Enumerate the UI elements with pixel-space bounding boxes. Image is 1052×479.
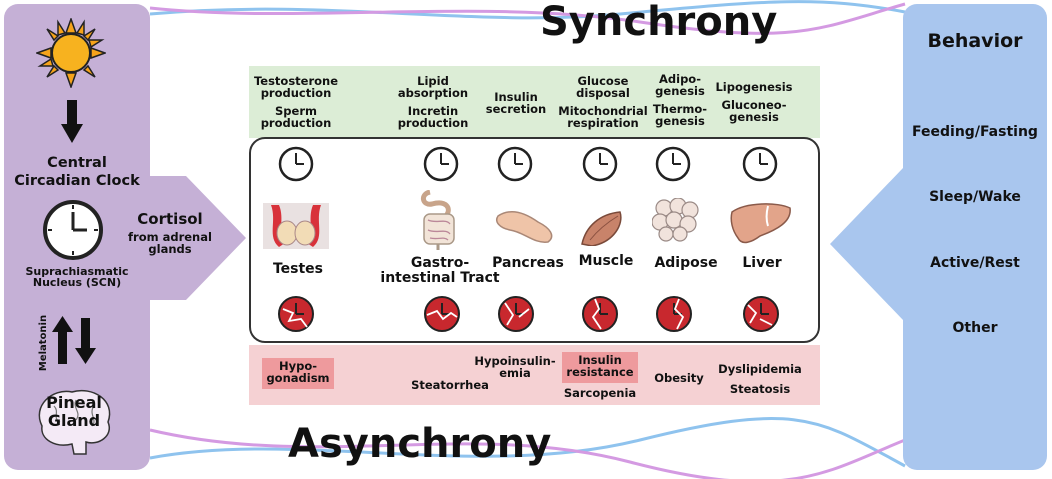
- disease-obesity: Obesity: [654, 371, 704, 385]
- testes-clock-icon: [278, 146, 314, 182]
- organ-liver-label: Liver: [742, 255, 782, 271]
- pancreas-icon: [496, 210, 553, 243]
- melatonin-label: Melatonin: [38, 314, 49, 372]
- testes-icon: [263, 203, 329, 249]
- down-arrow-icon: [61, 100, 83, 143]
- organ-pancreas-label: Pancreas: [492, 255, 564, 271]
- adipose-broken-clock-icon: [656, 296, 692, 332]
- cortisol-label: Cortisol: [137, 210, 203, 228]
- disease-steatosis: Steatosis: [729, 382, 791, 396]
- liver-clock-icon: [742, 146, 778, 182]
- pineal-gland-label: Pineal Gland: [46, 393, 102, 430]
- function-lipogenesis: Lipogenesis: [715, 80, 793, 94]
- adipose-clock-icon: [655, 146, 691, 182]
- synchrony-functions-band: [249, 66, 820, 138]
- cortisol-source-label: from adrenal glands: [128, 230, 212, 256]
- function-gluconeogenesis: Gluconeo-genesis: [721, 98, 787, 124]
- organ-adipose-label: Adipose: [654, 255, 718, 271]
- behavior-title: Behavior: [927, 30, 1023, 52]
- gi-tract-icon: [421, 190, 455, 250]
- behavior-arrow: [830, 168, 903, 320]
- liver-broken-clock-icon: [743, 296, 779, 332]
- organ-muscle-label: Muscle: [578, 253, 634, 269]
- behavior-item-other: Other: [952, 320, 998, 336]
- disease-steatorrhea: Steatorrhea: [411, 378, 489, 392]
- testes-broken-clock-icon: [278, 296, 314, 332]
- scn-label: Suprachiasmatic Nucleus (SCN): [25, 265, 129, 289]
- central-clock-icon: [43, 200, 103, 260]
- function-thermogenesis: Thermo-genesis: [652, 102, 708, 128]
- asynchrony-title: Asynchrony: [288, 421, 552, 467]
- behavior-item-feeding: Feeding/Fasting: [912, 124, 1038, 140]
- disease-hypoinsulinemia: Hypoinsulin-emia: [474, 354, 556, 380]
- disease-hypogonadism: Hypo-gonadism: [258, 358, 338, 389]
- muscle-clock-icon: [582, 146, 618, 182]
- asynchrony-diseases-band: [249, 345, 820, 405]
- pancreas-clock-icon: [497, 146, 533, 182]
- muscle-icon: [581, 211, 622, 246]
- adipose-icon: [652, 198, 699, 242]
- central-clock-label: Central Circadian Clock: [14, 155, 140, 189]
- behavior-item-active: Active/Rest: [930, 255, 1020, 271]
- liver-icon: [730, 203, 791, 244]
- behavior-item-sleep: Sleep/Wake: [929, 189, 1021, 205]
- organ-gi-label: Gastro-intestinal Tract: [380, 255, 500, 286]
- sun-icon: [36, 18, 106, 88]
- disease-dyslipidemia: Dyslipidemia: [718, 362, 802, 376]
- melatonin-arrows-icon: [52, 316, 96, 364]
- pancreas-broken-clock-icon: [498, 296, 534, 332]
- gi-broken-clock-icon: [424, 296, 460, 332]
- synchrony-title: Synchrony: [540, 0, 778, 45]
- brain-icon: [38, 389, 111, 455]
- organ-testes-label: Testes: [272, 261, 324, 277]
- disease-sarcopenia: Sarcopenia: [563, 386, 637, 400]
- behavior-panel: [903, 4, 1047, 470]
- function-adipogenesis: Adipo-genesis: [655, 72, 705, 98]
- gi-clock-icon: [423, 146, 459, 182]
- cortisol-arrow: [150, 176, 246, 300]
- muscle-broken-clock-icon: [582, 296, 618, 332]
